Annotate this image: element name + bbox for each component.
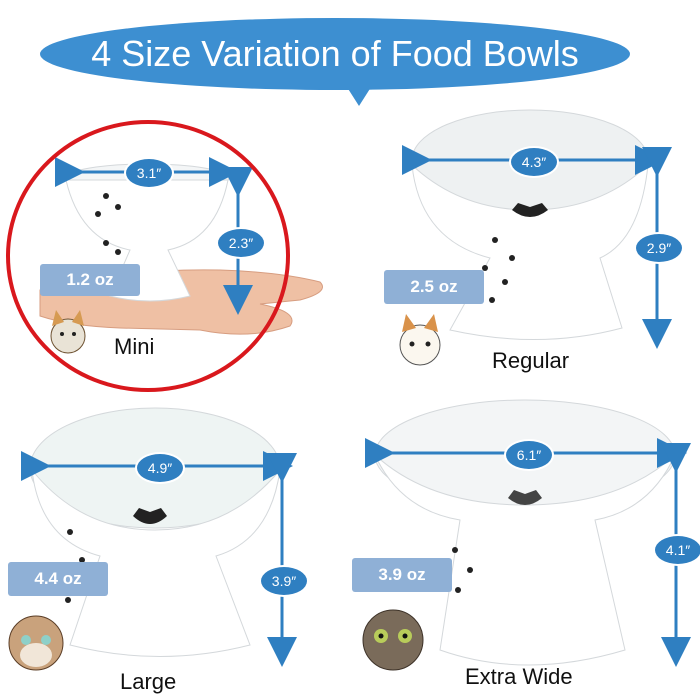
mini-height-label: 2.3″ — [216, 227, 266, 259]
cat-icon-large — [8, 615, 64, 671]
regular-height-label: 2.9″ — [634, 232, 684, 264]
mini-highlight-ring — [6, 120, 290, 392]
mini-name-label: Mini — [114, 334, 155, 359]
large-width-label: 4.9″ — [135, 452, 185, 484]
extra-wide-capacity-badge: 3.9 oz — [352, 558, 452, 592]
regular-bowl — [411, 109, 649, 340]
mini-width-label: 3.1″ — [124, 157, 174, 189]
large-capacity-badge: 4.4 oz — [8, 562, 108, 596]
extra-wide-name-label: Extra Wide — [465, 664, 573, 689]
regular-capacity-badge: 2.5 oz — [384, 270, 484, 304]
large-name-label: Large — [120, 669, 177, 694]
banner-title: 4 Size Variation of Food Bowls — [91, 33, 579, 74]
title-banner: 4 Size Variation of Food Bowls — [40, 18, 630, 90]
mini-capacity-badge: 1.2 oz — [40, 264, 140, 296]
regular-name-label: Regular — [492, 348, 570, 373]
extra-wide-width-label: 6.1″ — [504, 439, 554, 471]
cat-icon-regular — [399, 314, 441, 366]
regular-width-label: 4.3″ — [509, 146, 559, 178]
banner-pointer — [345, 84, 373, 106]
cat-icon-extra-wide — [362, 609, 424, 671]
large-height-label: 3.9″ — [259, 565, 309, 597]
extra-wide-height-label: 4.1″ — [653, 534, 700, 566]
